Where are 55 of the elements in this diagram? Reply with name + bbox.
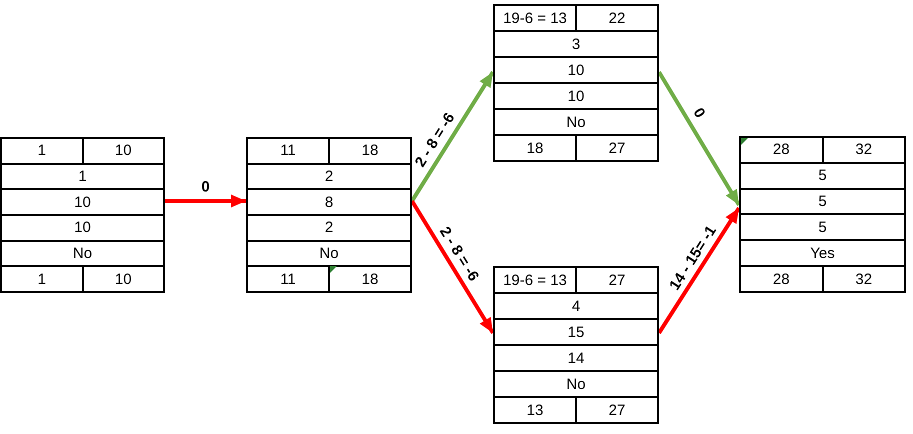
table-value: 18 (526, 140, 544, 156)
table-value: 18 (362, 272, 378, 287)
table-value: 27 (608, 140, 626, 156)
edge-label: 2 - 8 = -6 (436, 224, 481, 284)
table-value: No (566, 114, 586, 130)
activity-table (739, 136, 906, 293)
table-value: 22 (608, 10, 626, 26)
activity-table (0, 137, 165, 293)
table-value: 32 (855, 272, 872, 287)
edge-label: 0 (690, 106, 708, 121)
activity-table (246, 137, 412, 293)
table-value: 1 (38, 272, 46, 287)
table-value: 10 (568, 88, 584, 104)
table-value: 8 (324, 194, 334, 210)
arrow (657, 206, 741, 334)
edge-label: 2 - 8 = -6 (412, 110, 458, 170)
table-value: 15 (568, 324, 584, 340)
table-value: Yes (810, 246, 835, 261)
table-value: 10 (114, 143, 132, 158)
table-value: No (566, 376, 586, 392)
table-value: 11 (280, 143, 296, 158)
table-value: 27 (608, 402, 626, 418)
table-value: 5 (818, 194, 827, 210)
arrow (410, 70, 495, 202)
table-value: 14 (568, 350, 584, 366)
table-value: 11 (280, 272, 296, 287)
table-value: 32 (855, 142, 872, 158)
table-value: 2 (324, 220, 334, 236)
edge-label: 14 - 15= -1 (666, 223, 719, 293)
table-value: No (72, 246, 92, 262)
table-value: 28 (772, 142, 790, 158)
table-value: 19-6 = 13 (503, 272, 567, 288)
table-value: 10 (568, 62, 584, 78)
arrow (165, 194, 246, 208)
table-value: 10 (74, 220, 91, 236)
table-value: 13 (526, 402, 544, 418)
table-value: 18 (362, 143, 378, 158)
activity-table (493, 266, 659, 424)
edge-label: 0 (201, 180, 210, 194)
table-value: 10 (114, 272, 132, 287)
table-value: 10 (74, 194, 91, 210)
activity-table (493, 4, 659, 162)
arrow (410, 200, 495, 334)
table-value: 27 (608, 272, 626, 288)
table-value: 4 (572, 298, 580, 314)
table-value: No (319, 246, 339, 262)
table-value: 1 (78, 169, 87, 184)
table-value: 3 (572, 36, 580, 52)
table-value: 5 (818, 220, 827, 235)
table-value: 19-6 = 13 (503, 10, 567, 26)
table-value: 28 (772, 272, 790, 287)
arrow (657, 70, 741, 206)
table-value: 5 (818, 168, 827, 184)
table-value: 1 (38, 143, 46, 158)
table-value: 2 (324, 169, 334, 184)
